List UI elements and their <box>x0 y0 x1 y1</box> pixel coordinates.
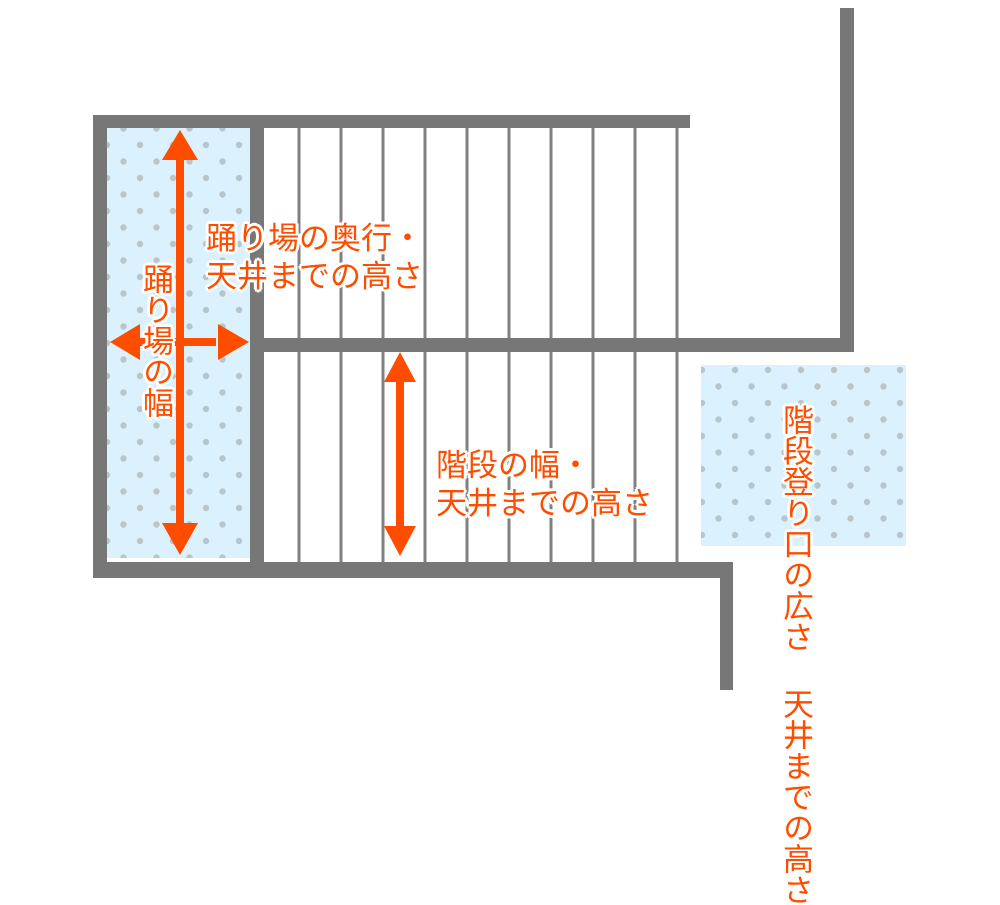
label-landing-depth-line1: 踊り場の奥行・ <box>206 221 423 257</box>
wall-left <box>93 115 107 578</box>
walls <box>93 8 854 690</box>
label-entrance-col1: 階段登り口の広さ <box>777 404 813 652</box>
lower-flight-treads <box>297 352 679 562</box>
wall-bottom-right <box>720 562 733 690</box>
stair-plan-diagram: 踊り場の奥行・ 天井までの高さ 踊り場の幅 階段の幅・ 天井までの高さ 階段登り… <box>93 8 906 905</box>
wall-landing-divider <box>250 128 264 562</box>
label-entrance: 階段登り口の広さ 天井までの高さ <box>776 404 814 905</box>
label-landing-width: 踊り場の幅 <box>136 263 174 418</box>
upper-flight-treads <box>297 128 679 338</box>
label-landing-depth: 踊り場の奥行・ 天井までの高さ <box>206 220 423 296</box>
wall-top <box>93 115 690 128</box>
wall-middle <box>264 338 854 352</box>
label-stair-width-line1: 階段の幅・ <box>436 448 591 484</box>
entrance-zone-dots <box>701 365 906 546</box>
label-entrance-col2: 天井までの高さ <box>777 688 813 905</box>
label-stair-width-line2: 天井までの高さ <box>436 486 653 522</box>
double-arrow-vertical-icon <box>384 352 416 556</box>
wall-bottom <box>93 562 733 578</box>
label-landing-depth-line2: 天井までの高さ <box>206 259 423 295</box>
label-stair-width: 階段の幅・ 天井までの高さ <box>436 447 653 523</box>
double-arrow-horizontal-icon <box>110 324 249 360</box>
wall-top-right <box>840 8 854 352</box>
label-landing-width-text: 踊り場の幅 <box>137 263 173 418</box>
floor-plan-svg <box>93 8 906 690</box>
